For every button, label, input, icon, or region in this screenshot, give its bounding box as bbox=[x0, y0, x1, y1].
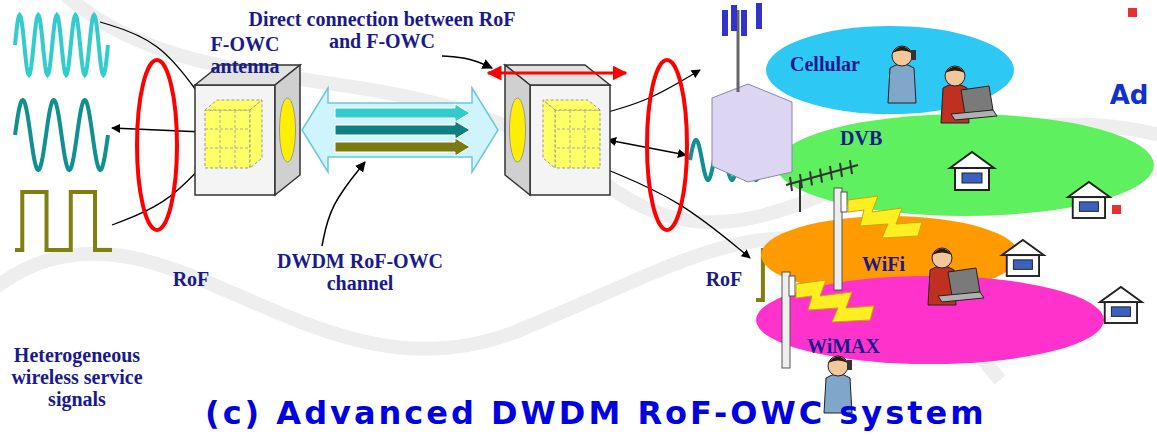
sine-wave bbox=[15, 100, 108, 170]
direct-connection-arrow bbox=[488, 72, 626, 75]
pointer-arrow bbox=[442, 56, 492, 68]
radio-link bbox=[796, 280, 874, 322]
diagram-label: Direct connection between RoF and F-OWC bbox=[248, 8, 516, 52]
square-wave bbox=[15, 192, 112, 250]
wavelength-arrow bbox=[335, 138, 470, 156]
f-owc-antenna bbox=[505, 65, 610, 195]
diagram-label: RoF bbox=[163, 268, 219, 290]
label-holder: Direct connection between RoF and F-OWC bbox=[248, 8, 516, 52]
diagram-label: F-OWC antenna bbox=[195, 33, 295, 77]
user-figure bbox=[928, 248, 984, 305]
figure-caption: (c) Advanced DWDM RoF-OWC system bbox=[205, 394, 987, 432]
bullet bbox=[1112, 205, 1121, 214]
service-name: WiMAX bbox=[807, 335, 880, 358]
tv-antenna bbox=[786, 160, 858, 212]
label-holder: RoF bbox=[163, 268, 219, 290]
cell-panel bbox=[741, 10, 747, 36]
diagram-label: Ad bbox=[1106, 80, 1152, 110]
service-name: DVB bbox=[840, 127, 882, 150]
sine-wave bbox=[15, 15, 108, 75]
cube-face bbox=[195, 85, 275, 195]
signal-arrow bbox=[112, 128, 203, 132]
lens bbox=[280, 98, 296, 162]
label-holder: RoF bbox=[696, 268, 752, 290]
radio-link bbox=[848, 196, 922, 238]
wavelength-arrow bbox=[335, 104, 470, 122]
house bbox=[1068, 182, 1110, 218]
f-owc-antenna bbox=[195, 65, 300, 195]
label-holder: DWDM RoF-OWC channel bbox=[262, 250, 458, 294]
base-station-antenna bbox=[841, 192, 847, 212]
lens bbox=[510, 98, 526, 162]
user-figure bbox=[941, 66, 997, 123]
base-station-antenna bbox=[789, 276, 795, 296]
rof-ring bbox=[137, 60, 177, 230]
building bbox=[712, 84, 792, 182]
signal-arrows bbox=[100, 22, 750, 258]
label-holder: Heterogeneous wireless service signals bbox=[2, 344, 152, 410]
diagram-label: Heterogeneous wireless service signals bbox=[2, 344, 152, 410]
label-holder: Ad bbox=[1106, 80, 1152, 110]
signal-arrow bbox=[112, 165, 203, 225]
emitter-array bbox=[205, 100, 262, 168]
diagram-label: RoF bbox=[696, 268, 752, 290]
cell-panel bbox=[722, 10, 728, 36]
cell-panel bbox=[756, 3, 762, 29]
grid-lines bbox=[205, 110, 250, 168]
label-holder: F-OWC antenna bbox=[195, 33, 295, 77]
cube-face bbox=[530, 85, 610, 195]
house bbox=[1002, 240, 1044, 276]
cube-face bbox=[275, 65, 300, 195]
signal-waves bbox=[15, 15, 802, 300]
pointer-arrow bbox=[322, 162, 365, 246]
rof-ring bbox=[647, 60, 687, 230]
wavelength-arrow bbox=[335, 121, 470, 139]
channel-arrow bbox=[302, 88, 498, 172]
background-swirl bbox=[0, 0, 1157, 380]
grid-lines bbox=[555, 110, 600, 168]
cube-face bbox=[505, 65, 530, 195]
service-name: WiFi bbox=[862, 253, 905, 276]
caption-holder: (c) Advanced DWDM RoF-OWC system bbox=[205, 394, 987, 432]
service-name: Cellular bbox=[790, 53, 860, 76]
house bbox=[1100, 287, 1142, 323]
diagram-label: DWDM RoF-OWC channel bbox=[262, 250, 458, 294]
dwdm-channel bbox=[302, 88, 498, 172]
cell-panel bbox=[731, 5, 737, 31]
user-figure bbox=[888, 46, 916, 103]
house bbox=[950, 152, 994, 190]
bullet bbox=[1128, 8, 1137, 17]
emitter-array bbox=[543, 100, 600, 168]
